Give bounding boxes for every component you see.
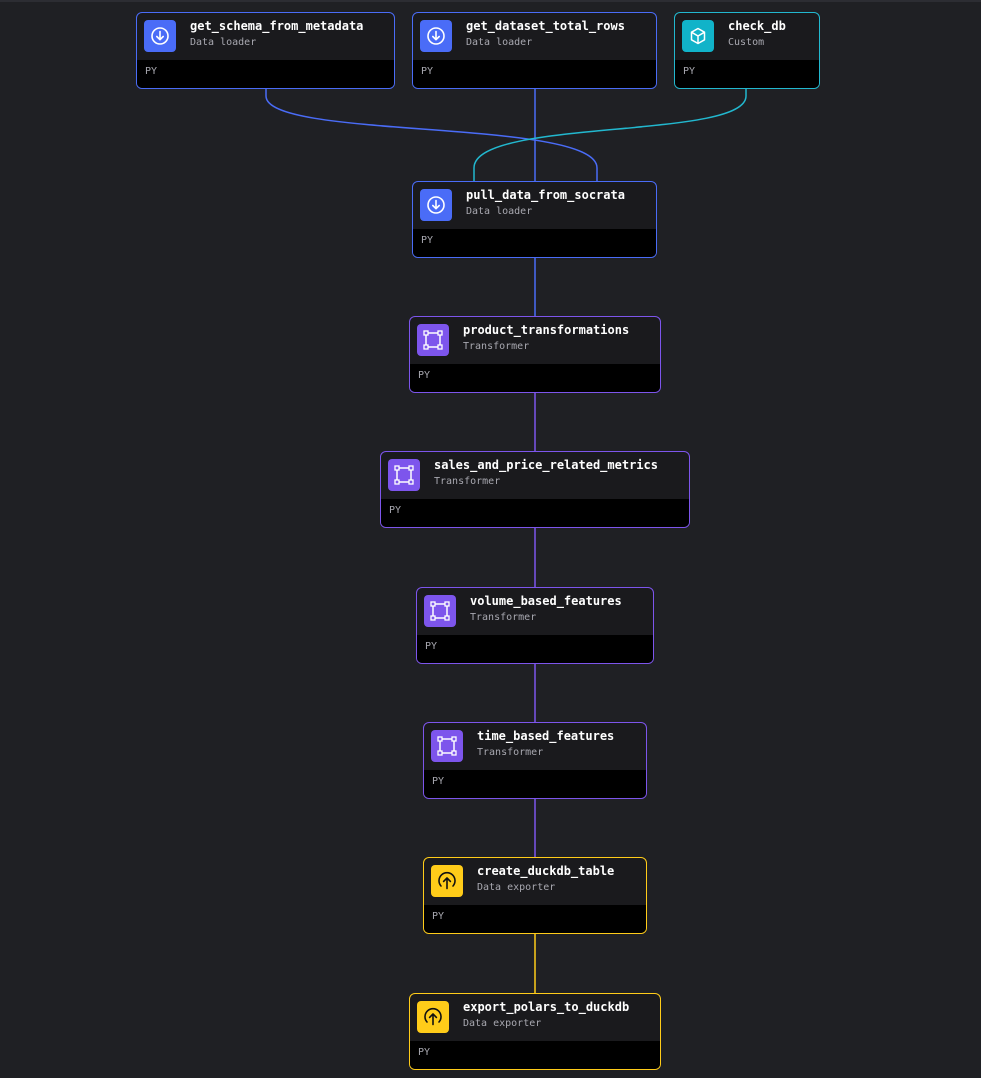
block-type: Transformer	[434, 476, 501, 487]
transform-square-icon	[431, 730, 463, 762]
block-language: PY	[417, 635, 653, 663]
block-language: PY	[424, 905, 646, 933]
cube-icon	[682, 20, 714, 52]
block-language: PY	[413, 229, 656, 257]
block-title: check_db	[728, 19, 786, 33]
block-type: Data exporter	[477, 882, 556, 893]
block-header: get_schema_from_metadata Data loader	[137, 13, 394, 60]
block-title: pull_data_from_socrata	[466, 188, 625, 202]
block-type: Transformer	[463, 341, 530, 352]
block-language: PY	[381, 499, 689, 527]
arrow-up-circle-icon	[431, 865, 463, 897]
arrow-down-circle-icon	[144, 20, 176, 52]
block-volume-based-features[interactable]: volume_based_features Transformer PY	[416, 587, 654, 664]
transform-square-icon	[388, 459, 420, 491]
block-language: PY	[137, 60, 394, 88]
block-header: sales_and_price_related_metrics Transfor…	[381, 452, 689, 499]
block-title: get_schema_from_metadata	[190, 19, 364, 33]
arrow-down-circle-icon	[420, 20, 452, 52]
arrow-down-circle-icon	[420, 189, 452, 221]
block-header: get_dataset_total_rows Data loader	[413, 13, 656, 60]
block-title: product_transformations	[463, 323, 630, 337]
block-language: PY	[413, 60, 656, 88]
block-language: PY	[675, 60, 819, 88]
block-type: Custom	[728, 37, 765, 48]
block-header: export_polars_to_duckdb Data exporter	[410, 994, 660, 1041]
block-export-polars-to-duckdb[interactable]: export_polars_to_duckdb Data exporter PY	[409, 993, 661, 1070]
block-header: time_based_features Transformer	[424, 723, 646, 770]
edge-schema-to-pull	[265, 89, 598, 181]
block-header: create_duckdb_table Data exporter	[424, 858, 646, 905]
canvas-top-border	[0, 0, 981, 2]
block-title: create_duckdb_table	[477, 864, 615, 878]
block-header: check_db Custom	[675, 13, 819, 60]
block-pull-data-from-socrata[interactable]: pull_data_from_socrata Data loader PY	[412, 181, 657, 258]
block-title: time_based_features	[477, 729, 615, 743]
block-language: PY	[410, 1041, 660, 1069]
block-header: product_transformations Transformer	[410, 317, 660, 364]
block-type: Transformer	[477, 747, 544, 758]
block-product-transformations[interactable]: product_transformations Transformer PY	[409, 316, 661, 393]
block-header: pull_data_from_socrata Data loader	[413, 182, 656, 229]
block-get-dataset-total-rows[interactable]: get_dataset_total_rows Data loader PY	[412, 12, 657, 89]
block-header: volume_based_features Transformer	[417, 588, 653, 635]
block-language: PY	[410, 364, 660, 392]
block-type: Data loader	[466, 37, 533, 48]
block-title: get_dataset_total_rows	[466, 19, 625, 33]
block-title: sales_and_price_related_metrics	[434, 458, 658, 472]
block-type: Data exporter	[463, 1018, 542, 1029]
transform-square-icon	[424, 595, 456, 627]
block-type: Transformer	[470, 612, 537, 623]
block-create-duckdb-table[interactable]: create_duckdb_table Data exporter PY	[423, 857, 647, 934]
arrow-up-circle-icon	[417, 1001, 449, 1033]
block-type: Data loader	[466, 206, 533, 217]
block-get-schema-from-metadata[interactable]: get_schema_from_metadata Data loader PY	[136, 12, 395, 89]
edge-checkdb-to-pull	[473, 89, 747, 181]
block-title: export_polars_to_duckdb	[463, 1000, 630, 1014]
block-time-based-features[interactable]: time_based_features Transformer PY	[423, 722, 647, 799]
block-title: volume_based_features	[470, 594, 622, 608]
block-check-db[interactable]: check_db Custom PY	[674, 12, 820, 89]
block-type: Data loader	[190, 37, 257, 48]
block-sales-and-price-related-metrics[interactable]: sales_and_price_related_metrics Transfor…	[380, 451, 690, 528]
transform-square-icon	[417, 324, 449, 356]
block-language: PY	[424, 770, 646, 798]
